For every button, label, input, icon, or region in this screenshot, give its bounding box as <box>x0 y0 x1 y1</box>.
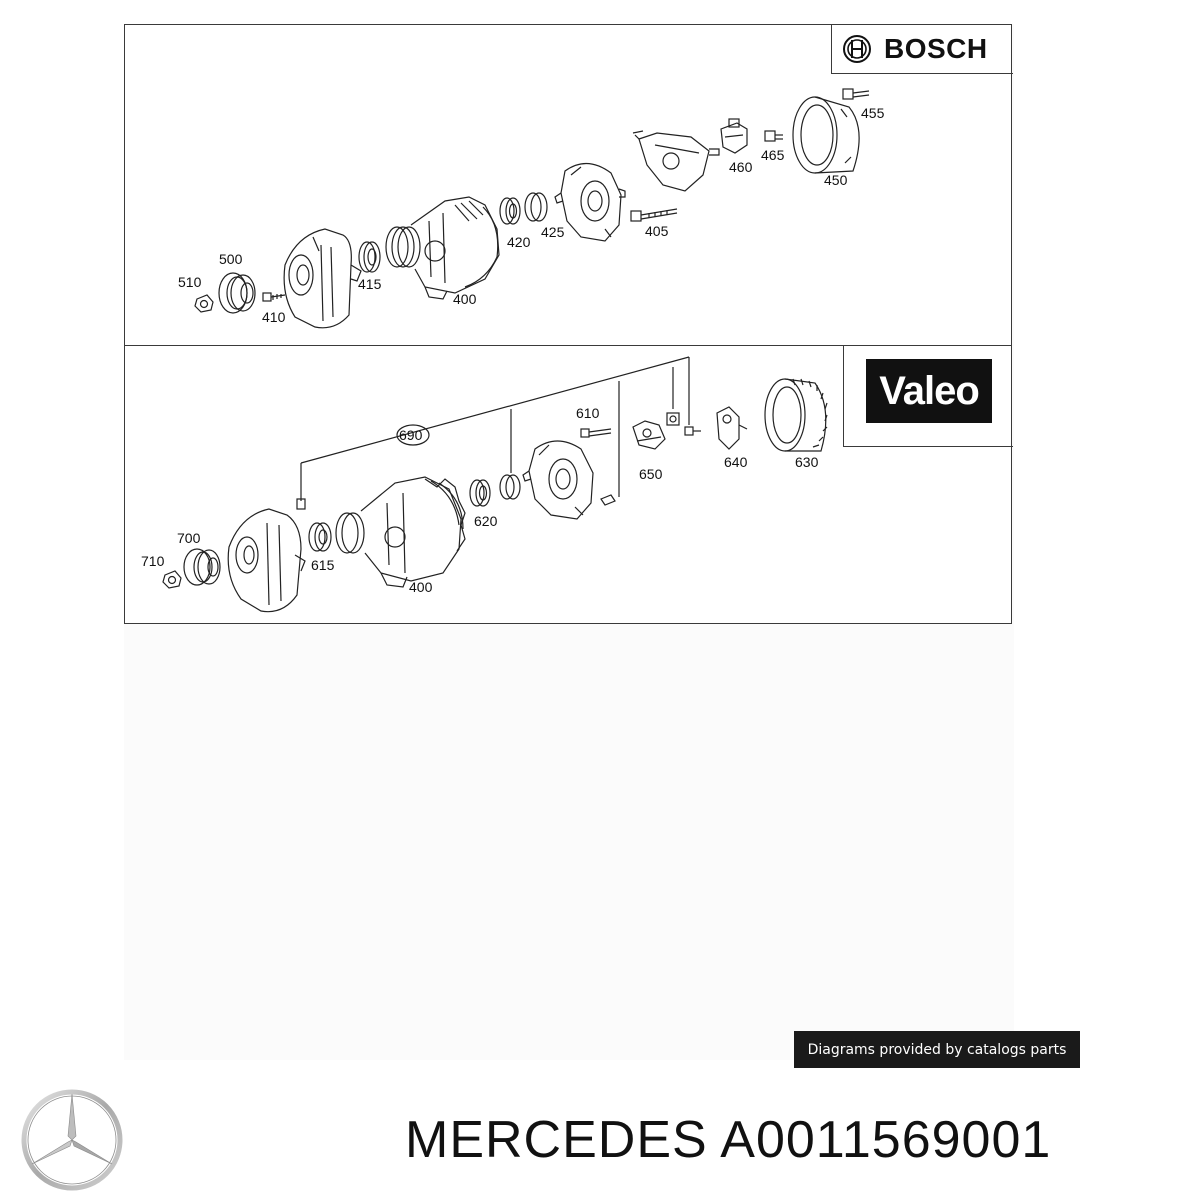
part-label: 700 <box>177 530 201 546</box>
callout-690-circle <box>396 424 430 446</box>
bosch-armature-icon <box>843 35 871 63</box>
part-label: 460 <box>729 159 753 175</box>
part-450-cover <box>792 96 860 174</box>
part-650-regulator <box>632 420 666 450</box>
diagram-credit-badge: Diagrams provided by catalogs parts <box>794 1031 1080 1068</box>
part-690-bracket-lines <box>300 356 690 501</box>
part-label: 615 <box>311 557 335 573</box>
part-label: 620 <box>474 513 498 529</box>
part-number-title: MERCEDES A0011569001 <box>405 1111 1052 1169</box>
valeo-brand-label: Valeo <box>866 359 992 423</box>
valeo-logo-box: Valeo <box>843 345 1013 447</box>
part-615-bearing <box>308 522 332 552</box>
part-420-bearing <box>499 197 521 225</box>
part-rectifier <box>632 130 720 192</box>
part-510-nut <box>194 294 214 313</box>
part-terminal <box>600 494 616 506</box>
part-label: 410 <box>262 309 286 325</box>
part-410-screw <box>262 292 286 302</box>
part-drive-end-housing <box>283 228 362 329</box>
part-465-screw <box>764 130 783 142</box>
part-400-alternator-core <box>385 196 500 300</box>
part-label: 465 <box>761 147 785 163</box>
part-620-bearing <box>469 479 491 507</box>
part-label: 610 <box>576 405 600 421</box>
bosch-brand-label: BOSCH <box>884 33 988 64</box>
part-valeo-drive-end-housing <box>227 508 306 613</box>
part-label: 640 <box>724 454 748 470</box>
part-415-bearing <box>358 241 381 273</box>
section-divider <box>125 345 1011 346</box>
part-label: 500 <box>219 251 243 267</box>
part-label: 405 <box>645 223 669 239</box>
part-690-clip <box>296 498 306 510</box>
part-label: 710 <box>141 553 165 569</box>
part-label: 420 <box>507 234 531 250</box>
exploded-parts-diagram: BOSCH Valeo 455 460 465 450 425 420 405 … <box>124 24 1013 624</box>
part-valeo-end-housing <box>522 440 594 520</box>
part-label: 630 <box>795 454 819 470</box>
part-500-pulley <box>218 272 256 314</box>
parts-drawing <box>162 88 870 613</box>
part-washer <box>666 412 680 426</box>
part-valeo-400-alternator-core <box>335 476 466 588</box>
part-405-bolt <box>630 208 678 222</box>
part-630-cover <box>764 378 828 452</box>
part-460-regulator <box>720 118 748 154</box>
part-label: 415 <box>358 276 382 292</box>
part-700-pulley <box>183 548 221 586</box>
part-label: 510 <box>178 274 202 290</box>
part-label: 690 <box>399 427 423 443</box>
part-label: 450 <box>824 172 848 188</box>
part-640-brush-holder <box>716 406 748 450</box>
bosch-logo-box: BOSCH <box>831 25 1013 74</box>
mercedes-star-icon <box>21 1089 123 1191</box>
part-425-ring <box>524 192 548 222</box>
part-label: 425 <box>541 224 565 240</box>
part-620-ring <box>499 474 521 500</box>
part-710-nut <box>162 570 182 589</box>
part-label: 455 <box>861 105 885 121</box>
part-610-screw <box>580 428 612 438</box>
part-slip-ring-end-housing <box>554 162 626 242</box>
part-label: 400 <box>453 291 477 307</box>
part-455-screw <box>842 88 870 100</box>
part-label: 650 <box>639 466 663 482</box>
part-label: 400 <box>409 579 433 595</box>
part-screw-small <box>684 426 701 436</box>
